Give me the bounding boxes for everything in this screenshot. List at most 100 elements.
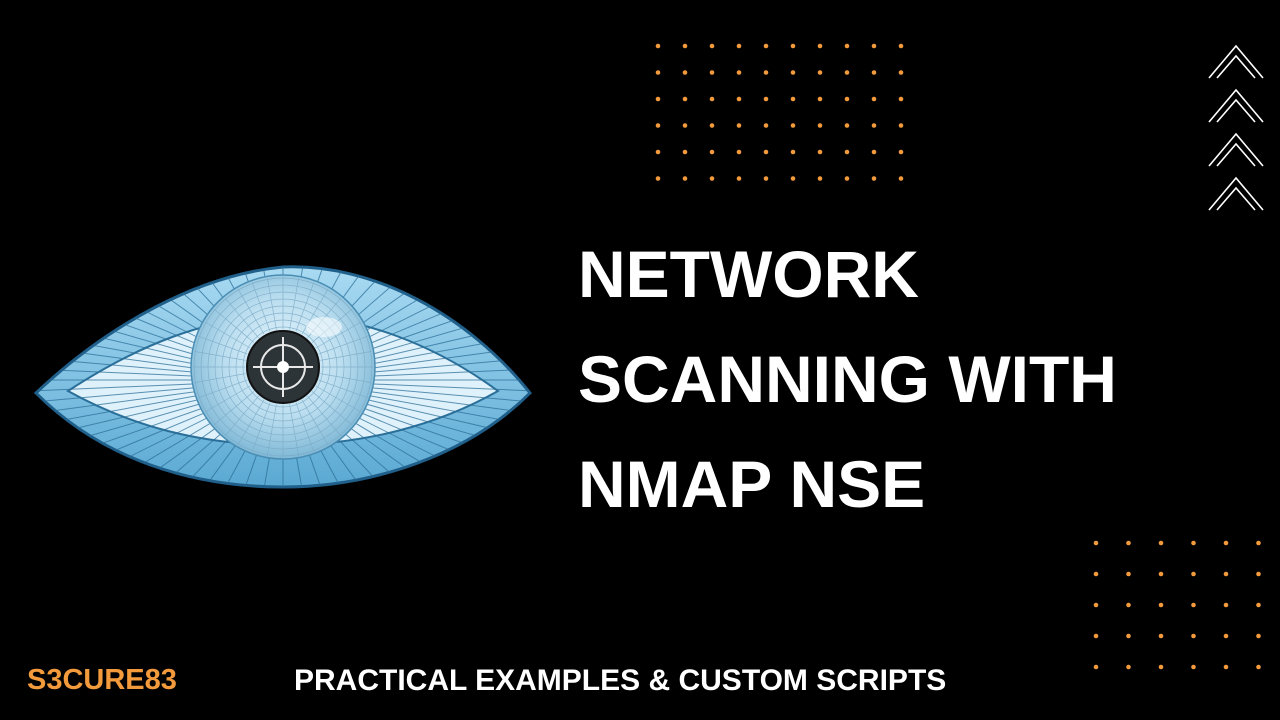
- decor-dot: [682, 70, 688, 75]
- dot-grid-bottom: [1093, 540, 1261, 670]
- page-title: NETWORK SCANNING WITH NMAP NSE: [578, 222, 1117, 537]
- decor-dot: [1191, 633, 1196, 639]
- decor-dot: [898, 70, 904, 75]
- decor-dot: [655, 123, 661, 128]
- decor-dot: [871, 43, 877, 49]
- decor-dot: [1093, 571, 1099, 577]
- decor-dot: [1158, 633, 1164, 639]
- decor-dot: [844, 70, 850, 75]
- decor-dot: [898, 96, 904, 102]
- decor-dot: [736, 149, 742, 155]
- decor-dot: [1126, 540, 1131, 546]
- chevron-stack-icon: [1208, 44, 1264, 211]
- decor-dot: [1223, 602, 1229, 608]
- decor-dot: [817, 43, 823, 49]
- decor-dot: [871, 96, 877, 102]
- decor-dot: [844, 43, 850, 49]
- decor-dot: [844, 96, 850, 102]
- decor-dot: [682, 149, 688, 155]
- decor-dot: [790, 70, 796, 75]
- decor-dot: [655, 43, 661, 49]
- decor-dot: [1126, 633, 1131, 639]
- decor-dot: [736, 123, 742, 128]
- decor-dot: [1191, 540, 1196, 546]
- decor-dot: [763, 96, 769, 102]
- decor-dot: [655, 96, 661, 102]
- title-line-1: NETWORK: [578, 237, 919, 311]
- decor-dot: [898, 43, 904, 49]
- decor-dot: [1256, 540, 1261, 546]
- decor-dot: [1158, 571, 1164, 577]
- decor-dot: [1191, 664, 1196, 670]
- decor-dot: [1093, 602, 1099, 608]
- decor-dot: [763, 70, 769, 75]
- decor-dot: [709, 149, 715, 155]
- decor-dot: [655, 176, 661, 181]
- decor-dot: [898, 149, 904, 155]
- subtitle-label: PRACTICAL EXAMPLES & CUSTOM SCRIPTS: [294, 664, 947, 697]
- decor-dot: [655, 149, 661, 155]
- decor-dot: [1158, 664, 1164, 670]
- decor-dot: [1093, 633, 1099, 639]
- decor-dot: [1256, 571, 1261, 577]
- decor-dot: [709, 43, 715, 49]
- decor-dot: [871, 70, 877, 75]
- decor-dot: [763, 176, 769, 181]
- decor-dot: [1223, 540, 1229, 546]
- title-line-3: NMAP NSE: [578, 447, 926, 521]
- decor-dot: [790, 149, 796, 155]
- decor-dot: [1093, 540, 1099, 546]
- decor-dot: [1256, 602, 1261, 608]
- decor-dot: [790, 176, 796, 181]
- decor-dot: [844, 123, 850, 128]
- decor-dot: [736, 176, 742, 181]
- decor-dot: [871, 123, 877, 128]
- decor-dot: [763, 149, 769, 155]
- decor-dot: [1256, 664, 1261, 670]
- decor-dot: [817, 149, 823, 155]
- decor-dot: [898, 123, 904, 128]
- decor-dot: [682, 123, 688, 128]
- decor-dot: [1158, 540, 1164, 546]
- decor-dot: [817, 123, 823, 128]
- decor-dot: [1223, 633, 1229, 639]
- decor-dot: [763, 43, 769, 49]
- decor-dot: [1126, 664, 1131, 670]
- decor-dot: [1093, 664, 1099, 670]
- decor-dot: [682, 176, 688, 181]
- decor-dot: [1191, 571, 1196, 577]
- decor-dot: [682, 43, 688, 49]
- decor-dot: [871, 176, 877, 181]
- decor-dot: [1256, 633, 1261, 639]
- decor-dot: [709, 176, 715, 181]
- decor-dot: [871, 149, 877, 155]
- decor-dot: [817, 96, 823, 102]
- decor-dot: [736, 70, 742, 75]
- decor-dot: [763, 123, 769, 128]
- decor-dot: [817, 70, 823, 75]
- decor-dot: [844, 176, 850, 181]
- decor-dot: [736, 96, 742, 102]
- decor-dot: [1126, 602, 1131, 608]
- decor-dot: [790, 43, 796, 49]
- decor-dot: [1126, 571, 1131, 577]
- decor-dot: [1223, 664, 1229, 670]
- decor-dot: [898, 176, 904, 181]
- decor-dot: [1191, 602, 1196, 608]
- decor-dot: [790, 123, 796, 128]
- decor-dot: [709, 70, 715, 75]
- decor-dot: [1223, 571, 1229, 577]
- decor-dot: [682, 96, 688, 102]
- decor-dot: [1158, 602, 1164, 608]
- dot-grid-top: [655, 43, 904, 181]
- decor-dot: [655, 70, 661, 75]
- decor-dot: [736, 43, 742, 49]
- title-line-2: SCANNING WITH: [578, 342, 1117, 416]
- decor-dot: [844, 149, 850, 155]
- decor-dot: [817, 176, 823, 181]
- decor-dot: [709, 96, 715, 102]
- nmap-eye-icon: [33, 265, 533, 489]
- decor-dot: [709, 123, 715, 128]
- brand-label: S3CURE83: [27, 664, 177, 696]
